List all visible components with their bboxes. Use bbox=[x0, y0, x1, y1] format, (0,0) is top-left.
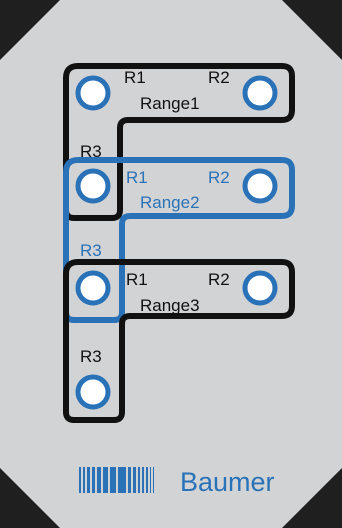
range1-r3-pad[interactable] bbox=[75, 168, 111, 204]
range3-r3-pad[interactable] bbox=[75, 374, 111, 410]
range1-r1-label: R1 bbox=[124, 68, 146, 87]
range3-r2-pad[interactable] bbox=[242, 270, 278, 306]
range3-r3-label: R3 bbox=[80, 347, 102, 366]
range3-r1-pad[interactable] bbox=[75, 270, 111, 306]
range1-r3-label: R3 bbox=[80, 142, 102, 161]
range2-r1-label: R1 bbox=[126, 168, 148, 187]
range1-title: Range1 bbox=[140, 94, 200, 113]
range3-title: Range3 bbox=[140, 296, 200, 315]
range2-r2-label: R2 bbox=[208, 168, 230, 187]
range1-r2-pad[interactable] bbox=[242, 75, 278, 111]
range3-r1-label: R1 bbox=[126, 270, 148, 289]
range1-r2-label: R2 bbox=[208, 68, 230, 87]
brand-name: Baumer bbox=[180, 467, 275, 497]
baumer-logo-icon bbox=[79, 467, 154, 493]
range2-title: Range2 bbox=[140, 193, 200, 212]
range2-r2-pad[interactable] bbox=[242, 168, 278, 204]
range2-r3-label: R3 bbox=[80, 241, 102, 260]
range3-outline bbox=[63, 259, 295, 423]
range3-r2-label: R2 bbox=[208, 270, 230, 289]
range1-r1-pad[interactable] bbox=[75, 75, 111, 111]
